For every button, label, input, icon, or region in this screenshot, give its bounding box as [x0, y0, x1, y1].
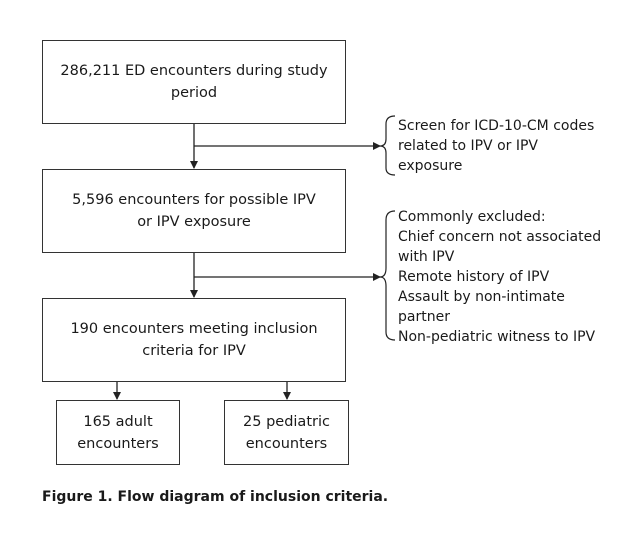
exclusion-note: Commonly excluded: Chief concern not ass… — [398, 207, 601, 347]
box-pediatric-encounters-text: 25 pediatric encounters — [243, 413, 330, 452]
box-adult-encounters-text: 165 adult encounters — [77, 413, 159, 452]
box-ed-encounters: 286,211 ED encounters during study perio… — [42, 40, 346, 124]
screen-note: Screen for ICD-10-CM codes related to IP… — [398, 116, 594, 176]
exclusion-note-line: partner — [398, 309, 450, 325]
box-adult-encounters: 165 adult encounters — [56, 400, 180, 465]
box-ed-encounters-text: 286,211 ED encounters during study perio… — [60, 63, 328, 101]
screen-note-line: Screen for ICD-10-CM codes — [398, 118, 595, 134]
bracket-screen-note — [379, 115, 396, 176]
exclusion-note-line: Remote history of IPV — [398, 269, 550, 285]
exclusion-note-line: Commonly excluded: — [398, 209, 546, 225]
box-inclusion-criteria: 190 encounters meeting inclusion criteri… — [42, 298, 346, 382]
box-inclusion-criteria-text: 190 encounters meeting inclusion criteri… — [70, 321, 318, 359]
exclusion-note-line: Chief concern not associated — [398, 229, 602, 245]
bracket-exclusion-note — [379, 210, 396, 341]
screen-note-line: related to IPV or IPV — [398, 138, 538, 154]
box-possible-ipv: 5,596 encounters for possible IPV or IPV… — [42, 169, 346, 253]
exclusion-note-line: with IPV — [398, 249, 455, 265]
box-pediatric-encounters: 25 pediatric encounters — [224, 400, 349, 465]
exclusion-note-line: Non-pediatric witness to IPV — [398, 329, 596, 345]
box-possible-ipv-text: 5,596 encounters for possible IPV or IPV… — [72, 192, 316, 230]
screen-note-line: exposure — [398, 158, 463, 174]
figure-caption: Figure 1. Flow diagram of inclusion crit… — [42, 489, 389, 505]
exclusion-note-line: Assault by non-intimate — [398, 289, 565, 305]
